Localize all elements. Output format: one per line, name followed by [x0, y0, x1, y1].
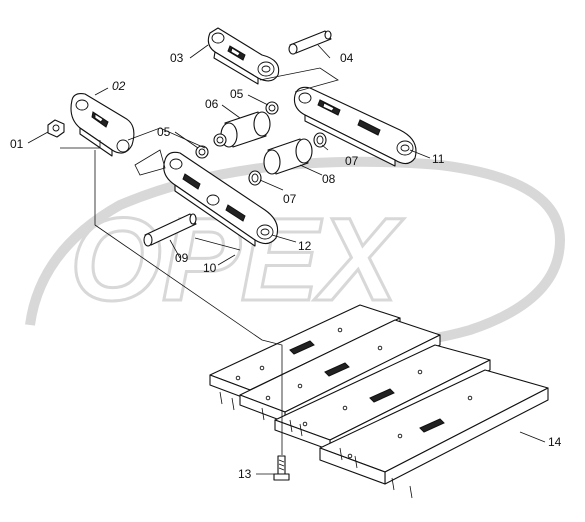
part-03-link — [207, 27, 280, 85]
part-08-sleeve — [263, 138, 313, 175]
part-06-sleeve — [213, 111, 271, 148]
callout-06: 06 — [205, 97, 219, 111]
leader-lines — [27, 44, 546, 475]
callout-04: 04 — [340, 51, 354, 65]
part-05-bushing-upper — [265, 101, 279, 115]
part-07-seal-left — [248, 170, 262, 186]
callout-labels: 01 02 03 04 05 05 06 07 07 08 09 10 11 1… — [10, 51, 562, 481]
callout-08: 08 — [322, 172, 336, 186]
part-12-link — [163, 151, 279, 247]
callout-07-left: 07 — [283, 192, 297, 206]
callout-09: 09 — [175, 251, 189, 265]
part-02-link — [70, 93, 135, 157]
part-14-track-shoes — [209, 304, 549, 499]
part-04-pin — [288, 30, 332, 55]
callout-11: 11 — [432, 152, 445, 166]
callout-02: 02 — [112, 79, 126, 93]
part-01-nut — [47, 119, 65, 138]
callout-01: 01 — [10, 137, 24, 151]
callout-03: 03 — [170, 51, 184, 65]
part-07-seal-right — [313, 132, 327, 148]
callout-05-upper: 05 — [230, 87, 244, 101]
part-13-bolt — [273, 455, 290, 481]
callout-13: 13 — [238, 467, 252, 481]
callout-05-lower: 05 — [157, 125, 171, 139]
watermark: OPEX — [25, 156, 566, 351]
part-09-pin — [143, 213, 197, 247]
callout-12: 12 — [298, 239, 312, 253]
callout-10: 10 — [203, 261, 217, 275]
part-05-bushing-lower — [195, 145, 209, 159]
callout-07-right: 07 — [345, 154, 359, 168]
part-11-link — [293, 86, 417, 167]
callout-14: 14 — [548, 435, 562, 449]
